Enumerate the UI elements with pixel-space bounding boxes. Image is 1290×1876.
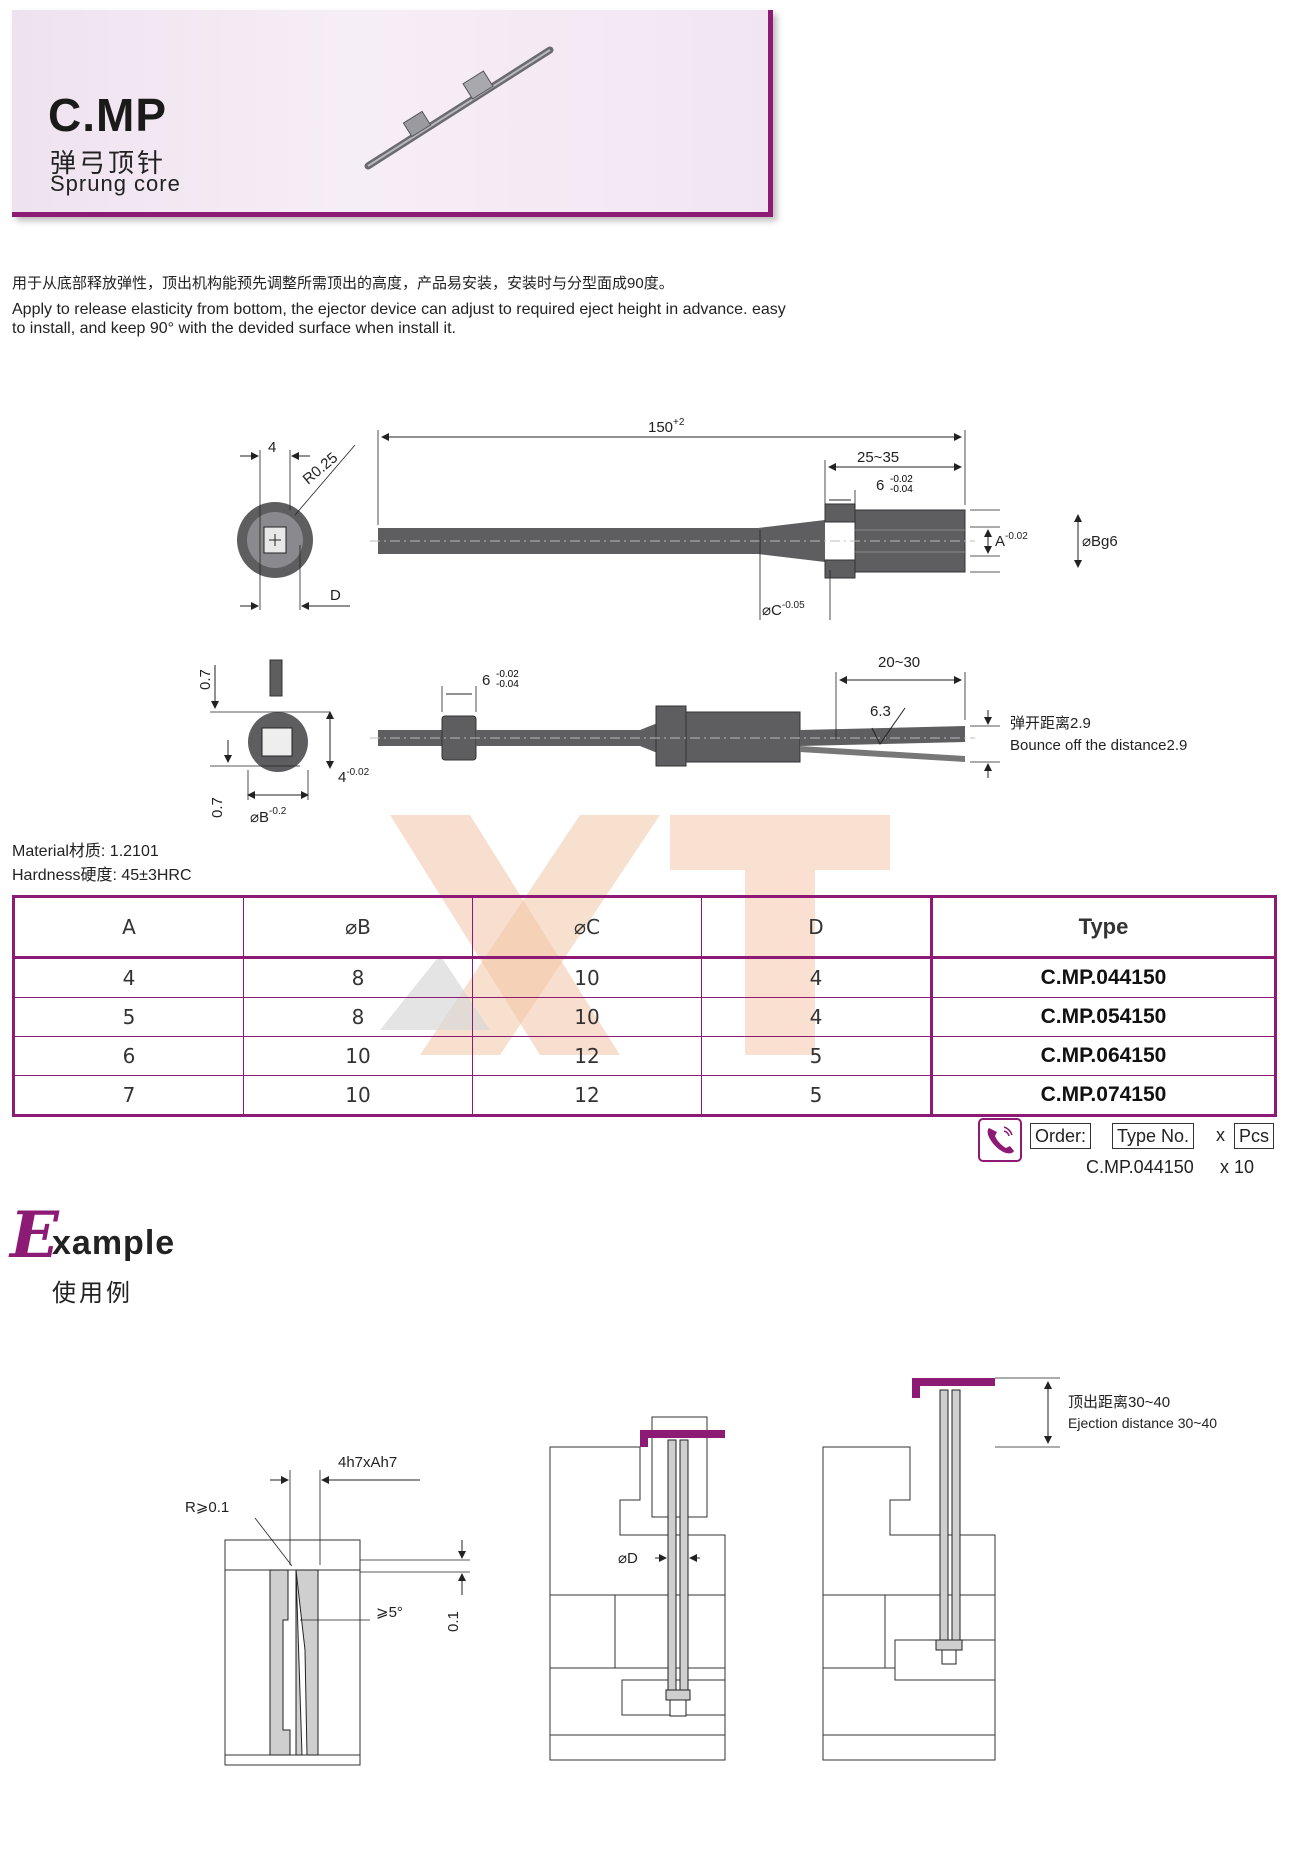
type-no-label: Type No.	[1112, 1123, 1195, 1149]
end-view-top	[237, 444, 356, 610]
cell-a: 6	[13, 1036, 244, 1076]
side-view-top	[370, 430, 1082, 620]
dim-20-30: 20~30	[878, 654, 920, 671]
material-line: Material材质: 1.2101	[12, 843, 159, 860]
col-a-header: A	[13, 896, 244, 958]
table-row: 5 8 10 4 C.MP.054150	[13, 997, 1276, 1037]
spec-table: A ⌀B ⌀C D Type 4 8 10 4 C.MP.044150 5 8 …	[12, 895, 1277, 1117]
example-drawings: 4h7xAh7 R⩾0.1 ⩾5° 0.1 ⌀D 顶出距离3	[185, 1377, 1217, 1766]
dim-07-a: 0.7	[197, 669, 214, 690]
dim-6-b: 6	[482, 672, 490, 689]
dim-bg6: ⌀Bg6	[1082, 533, 1118, 550]
description-cn: 用于从底部释放弹性，顶出机构能预先调整所需顶出的高度，产品易安装，安装时与分型面…	[12, 275, 674, 292]
cell-d: 4	[701, 997, 932, 1037]
product-code: C.MP	[48, 89, 167, 141]
example-radius: R⩾0.1	[185, 1499, 229, 1516]
cell-b: 10	[243, 1036, 473, 1076]
col-type-header: Type	[930, 896, 1276, 958]
order-example-qty: x 10	[1220, 1157, 1255, 1177]
cell-a: 5	[13, 997, 244, 1037]
cell-b: 10	[243, 1075, 473, 1116]
cell-d: 5	[701, 1075, 932, 1116]
dim-25-35: 25~35	[857, 449, 899, 466]
dim-c: ⌀C-0.05	[762, 600, 805, 619]
cell-c: 12	[472, 1075, 702, 1116]
col-c-header: ⌀C	[472, 896, 702, 958]
example-angle: ⩾5°	[376, 1604, 403, 1621]
dim-4: 4	[268, 439, 276, 456]
cell-d: 5	[701, 1036, 932, 1076]
dim-d: D	[330, 587, 341, 604]
technical-drawing: 4 R0.25 D 150+2 25~35 6 -0.02 -0.04 A-0.…	[197, 417, 1187, 826]
header-banner	[12, 10, 773, 217]
side-view-bottom	[370, 672, 1000, 778]
product-name-en: Sprung core	[50, 171, 181, 196]
cell-b: 8	[243, 997, 473, 1037]
table-row: 4 8 10 4 C.MP.044150	[13, 957, 1276, 998]
dim-6-b-tol-up: -0.02	[496, 669, 519, 680]
example-title: xample	[52, 1224, 176, 1262]
bounce-en: Bounce off the distance2.9	[1010, 737, 1187, 754]
dim-6: 6	[876, 477, 884, 494]
cell-c: 10	[472, 997, 702, 1037]
phone-icon	[978, 1118, 1022, 1162]
cell-type: C.MP.074150	[930, 1075, 1276, 1116]
table-row: 6 10 12 5 C.MP.064150	[13, 1036, 1276, 1076]
dim-b-small: ⌀B-0.2	[250, 806, 287, 826]
hardness-line: Hardness硬度: 45±3HRC	[12, 867, 192, 884]
order-times: x	[1216, 1125, 1225, 1145]
bounce-cn: 弹开距离2.9	[1010, 715, 1091, 732]
example-gap: 0.1	[445, 1611, 462, 1632]
cell-type: C.MP.054150	[930, 997, 1276, 1037]
example-eject-en: Ejection distance 30~40	[1068, 1415, 1217, 1431]
cell-type: C.MP.064150	[930, 1036, 1276, 1076]
dim-07-b: 0.7	[209, 797, 226, 818]
cell-type: C.MP.044150	[930, 957, 1276, 998]
dim-4-tol: 4-0.02	[338, 767, 370, 786]
dim-6-tol-up: -0.02	[890, 474, 913, 485]
pcs-label: Pcs	[1234, 1123, 1275, 1149]
end-view-bottom	[210, 659, 334, 800]
product-photo	[364, 46, 554, 170]
cell-c: 12	[472, 1036, 702, 1076]
example-fit: 4h7xAh7	[338, 1454, 397, 1471]
cell-d: 4	[701, 957, 932, 998]
example-mold-assembly	[549, 1416, 726, 1761]
dim-6-tol-low: -0.04	[890, 484, 913, 495]
dim-a: A-0.02	[995, 531, 1028, 550]
example-mold-detail	[224, 1470, 470, 1766]
example-title-cn: 使用例	[52, 1280, 133, 1307]
example-ejected-state	[822, 1377, 1060, 1761]
roughness: 6.3	[870, 703, 891, 720]
cell-b: 8	[243, 957, 473, 998]
col-d-header: D	[701, 896, 932, 958]
cell-a: 4	[13, 957, 244, 998]
order-label: Order:	[1030, 1123, 1092, 1149]
example-dia-d: ⌀D	[618, 1550, 638, 1567]
col-b-header: ⌀B	[243, 896, 473, 958]
example-initial: E	[10, 1198, 59, 1273]
dim-6-b-tol-low: -0.04	[496, 679, 519, 690]
description-en: Apply to release elasticity from bottom,…	[12, 301, 786, 337]
cell-a: 7	[13, 1075, 244, 1116]
order-example-type: C.MP.044150	[1086, 1157, 1194, 1177]
product-name-cn: 弹弓顶针	[50, 148, 167, 178]
cell-c: 10	[472, 957, 702, 998]
dim-150: 150+2	[648, 417, 685, 436]
material-info: Material材质: 1.2101 Hardness硬度: 45±3HRC	[12, 840, 192, 888]
table-header-row: A ⌀B ⌀C D Type	[13, 896, 1276, 958]
table-row: 7 10 12 5 C.MP.074150	[13, 1075, 1276, 1116]
example-eject-cn: 顶出距离30~40	[1068, 1394, 1170, 1411]
